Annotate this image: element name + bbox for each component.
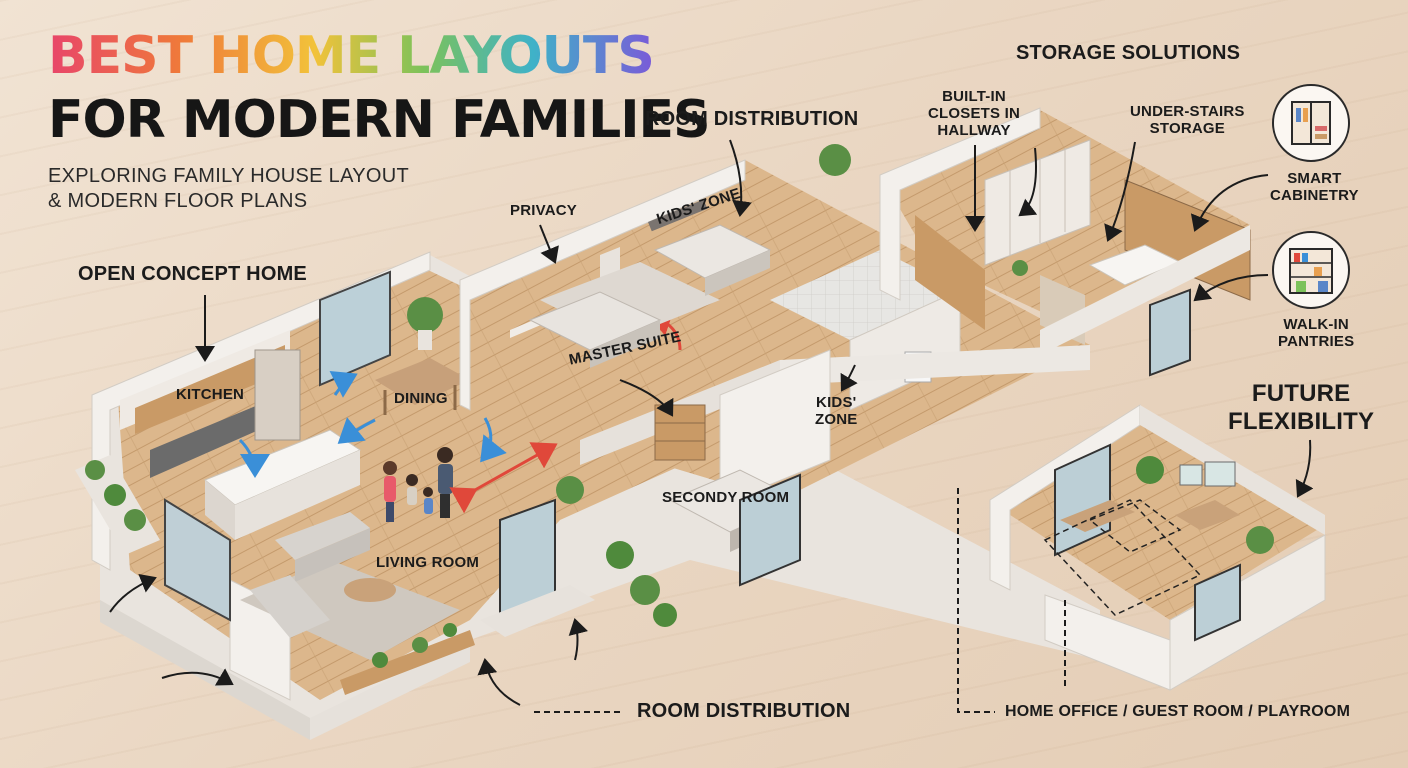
room-label-living-room: LIVING ROOM xyxy=(376,554,480,571)
pantry-icon xyxy=(1272,231,1350,309)
callout-built-in-closets: BUILT-IN CLOSETS IN HALLWAY xyxy=(928,88,1020,139)
walk-in-line-1: WALK-IN xyxy=(1283,316,1349,333)
room-label-dining: DINING xyxy=(394,390,448,407)
closet-icon xyxy=(1272,84,1350,162)
callout-open-concept: OPEN CONCEPT HOME xyxy=(78,263,307,285)
callout-future-flexibility: FUTURE FLEXIBILITY xyxy=(1228,380,1374,436)
room-label-kids-zone: KIDS' ZONE xyxy=(815,394,857,428)
callout-arrows xyxy=(109,139,1314,713)
subtitle-line-1: EXPLORING FAMILY HOUSE LAYOUT xyxy=(48,165,410,187)
built-in-line-2: CLOSETS IN xyxy=(928,105,1021,122)
main-house-model xyxy=(75,107,1251,740)
subtitle: EXPLORING FAMILY HOUSE LAYOUT & MODERN F… xyxy=(48,164,409,214)
subtitle-line-2: & MODERN FLOOR PLANS xyxy=(48,190,308,212)
future-flexibility-line-1: FUTURE xyxy=(1251,380,1351,407)
walk-in-line-2: PANTRIES xyxy=(1278,333,1355,350)
built-in-line-3: HALLWAY xyxy=(937,122,1011,139)
callout-smart-cabinetry: SMART CABINETRY xyxy=(1270,170,1359,204)
callout-storage-solutions: STORAGE SOLUTIONS xyxy=(1016,42,1241,64)
title-line-2: FOR MODERN FAMILIES xyxy=(48,90,711,150)
smart-cabinetry-line-2: CABINETRY xyxy=(1270,187,1359,204)
title-line-1: BEST HOME LAYOUTS xyxy=(48,26,655,86)
built-in-line-1: BUILT-IN xyxy=(942,88,1006,105)
callout-under-stairs: UNDER-STAIRS STORAGE xyxy=(1130,103,1245,137)
kids-zone-line-2: ZONE xyxy=(815,411,858,428)
under-stairs-line-1: UNDER-STAIRS xyxy=(1130,103,1245,120)
flex-room-model xyxy=(989,404,1326,691)
callout-home-office: HOME OFFICE / GUEST ROOM / PLAYROOM xyxy=(1005,703,1351,720)
callout-walk-in-pantries: WALK-IN PANTRIES xyxy=(1278,316,1354,350)
smart-cabinetry-line-1: SMART xyxy=(1287,170,1342,187)
kids-zone-line-1: KIDS' xyxy=(816,394,857,411)
room-label-secondy-room: SECONDY ROOM xyxy=(662,489,790,506)
callout-room-distribution-top: ROOM DISTRIBUTION xyxy=(645,108,859,130)
callout-privacy: PRIVACY xyxy=(510,202,577,219)
room-label-kitchen: KITCHEN xyxy=(176,386,245,403)
under-stairs-line-2: STORAGE xyxy=(1149,120,1225,137)
future-flexibility-line-2: FLEXIBILITY xyxy=(1228,408,1375,435)
callout-room-distribution-bottom: ROOM DISTRIBUTION xyxy=(637,700,851,722)
family-figures xyxy=(383,447,453,522)
